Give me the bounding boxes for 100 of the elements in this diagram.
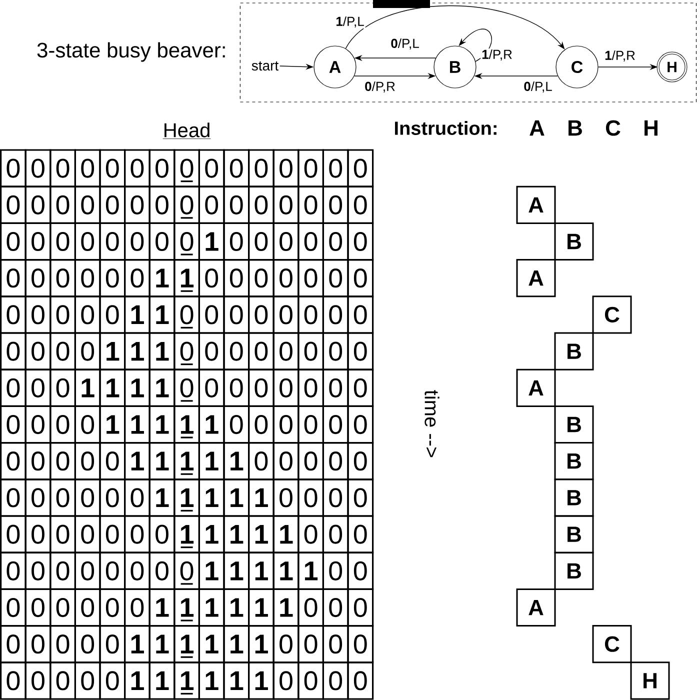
tape-cell: 0 [322, 259, 349, 298]
tape-cell: 0 [298, 515, 324, 554]
tape-cell: 0 [248, 442, 274, 480]
tape-cell: 0 [24, 296, 52, 334]
tape-cell: 0 [0, 296, 26, 334]
instruction-box: B [554, 405, 594, 444]
tape-cell: 0 [50, 588, 76, 627]
tape-cell: 0 [223, 332, 250, 370]
tape-cell: 1 [198, 662, 225, 700]
tape-cell: 0 [99, 149, 126, 188]
tape-cell: 0 [74, 442, 101, 480]
tape-cell: 0 [322, 662, 349, 700]
tape-cell: 0 [322, 149, 349, 188]
tape-cell: 0 [24, 222, 52, 261]
tape-cell: 0 [74, 552, 101, 590]
tape-cell: 0 [298, 405, 324, 444]
tape-cell: 0 [0, 259, 26, 298]
tape-cell: 1 [148, 588, 176, 627]
tape-cell: 1 [198, 552, 225, 590]
tape-cell: 1 [148, 368, 176, 407]
tape-cell: 0 [0, 332, 26, 370]
tape-cell: 1 [124, 296, 150, 334]
tape-cell: 0 [174, 332, 200, 370]
tape-cell: 0 [24, 442, 52, 480]
tape-cell: 1 [248, 515, 274, 554]
tape-cell: 1 [198, 478, 225, 517]
tape-cell: 0 [0, 405, 26, 444]
tape-cell: 1 [272, 515, 300, 554]
tape-cell: 0 [174, 222, 200, 261]
tape-cell: 0 [0, 625, 26, 664]
instruction-box: B [554, 442, 594, 480]
tape-cell: 0 [50, 186, 76, 224]
tape-cell: 0 [322, 405, 349, 444]
tape-cell: 0 [322, 478, 349, 517]
tape-cell: 0 [50, 515, 76, 554]
tape-cell: 1 [174, 478, 200, 517]
tape-cell: 0 [272, 296, 300, 334]
tape-cell: 0 [272, 186, 300, 224]
tape-cell: 1 [99, 332, 126, 370]
start-label: start [252, 61, 279, 71]
tape-cell: 0 [99, 478, 126, 517]
tape-cell: 1 [223, 588, 250, 627]
tape-cell: 1 [148, 332, 176, 370]
tape-cell: 1 [248, 552, 274, 590]
tape-cell: 0 [0, 222, 26, 261]
tape-cell: 1 [198, 515, 225, 554]
tape-cell: 0 [322, 588, 349, 627]
tape-cell: 1 [174, 625, 200, 664]
tape-cell: 0 [74, 332, 101, 370]
tape-cell: 0 [272, 149, 300, 188]
tape-cell: 1 [198, 222, 225, 261]
tape-cell: 0 [223, 259, 250, 298]
tape-cell: 0 [322, 296, 349, 334]
tape-cell: 0 [248, 149, 274, 188]
edge-label: 0/P,L [522, 80, 554, 94]
tape-cell: 1 [248, 662, 274, 700]
tape-cell: 0 [248, 259, 274, 298]
tape-cell: 0 [74, 259, 101, 298]
tape-cell: 0 [0, 442, 26, 480]
tape-cell: 1 [223, 515, 250, 554]
tape-cell: 0 [0, 186, 26, 224]
tape-cell: 0 [174, 552, 200, 590]
tape-cell: 0 [74, 296, 101, 334]
tape-cell: 1 [124, 405, 150, 444]
tape-cell: 1 [124, 442, 150, 480]
tape-cell: 0 [50, 478, 76, 517]
tape-cell: 0 [298, 149, 324, 188]
tape-cell: 0 [248, 368, 274, 407]
tape-cell: 1 [223, 625, 250, 664]
tape-cell: 0 [24, 478, 52, 517]
tape-cell: 0 [298, 222, 324, 261]
instruction-box: A [516, 368, 556, 407]
tape-cell: 0 [74, 149, 101, 188]
tape-cell: 0 [174, 368, 200, 407]
tape-cell: 1 [223, 442, 250, 480]
tape-cell: 1 [198, 405, 225, 444]
tape-cell: 1 [124, 625, 150, 664]
tape-cell: 0 [174, 296, 200, 334]
tape-cell: 0 [0, 149, 26, 188]
tape-cell: 0 [322, 368, 349, 407]
tape-cell: 0 [322, 442, 349, 480]
tape-cell: 0 [148, 149, 176, 188]
tape-cell: 0 [74, 186, 101, 224]
tape-cell: 0 [223, 296, 250, 334]
tape-cell: 1 [148, 625, 176, 664]
tape-cell: 0 [198, 259, 225, 298]
tape-cell: 1 [248, 478, 274, 517]
tape-cell: 0 [99, 552, 126, 590]
edge-label: 0/P,L [390, 37, 420, 51]
tape-cell: 0 [198, 296, 225, 334]
tape-cell: 1 [298, 552, 324, 590]
tape-cell: 0 [74, 405, 101, 444]
tape-cell: 0 [124, 259, 150, 298]
instruction-box: B [554, 478, 594, 517]
tape-cell: 1 [198, 588, 225, 627]
tape-cell: 0 [347, 515, 374, 554]
instruction-box: A [516, 186, 556, 224]
tape-cell: 0 [272, 222, 300, 261]
tape-cell: 0 [272, 478, 300, 517]
tape-cell: 0 [347, 405, 374, 444]
